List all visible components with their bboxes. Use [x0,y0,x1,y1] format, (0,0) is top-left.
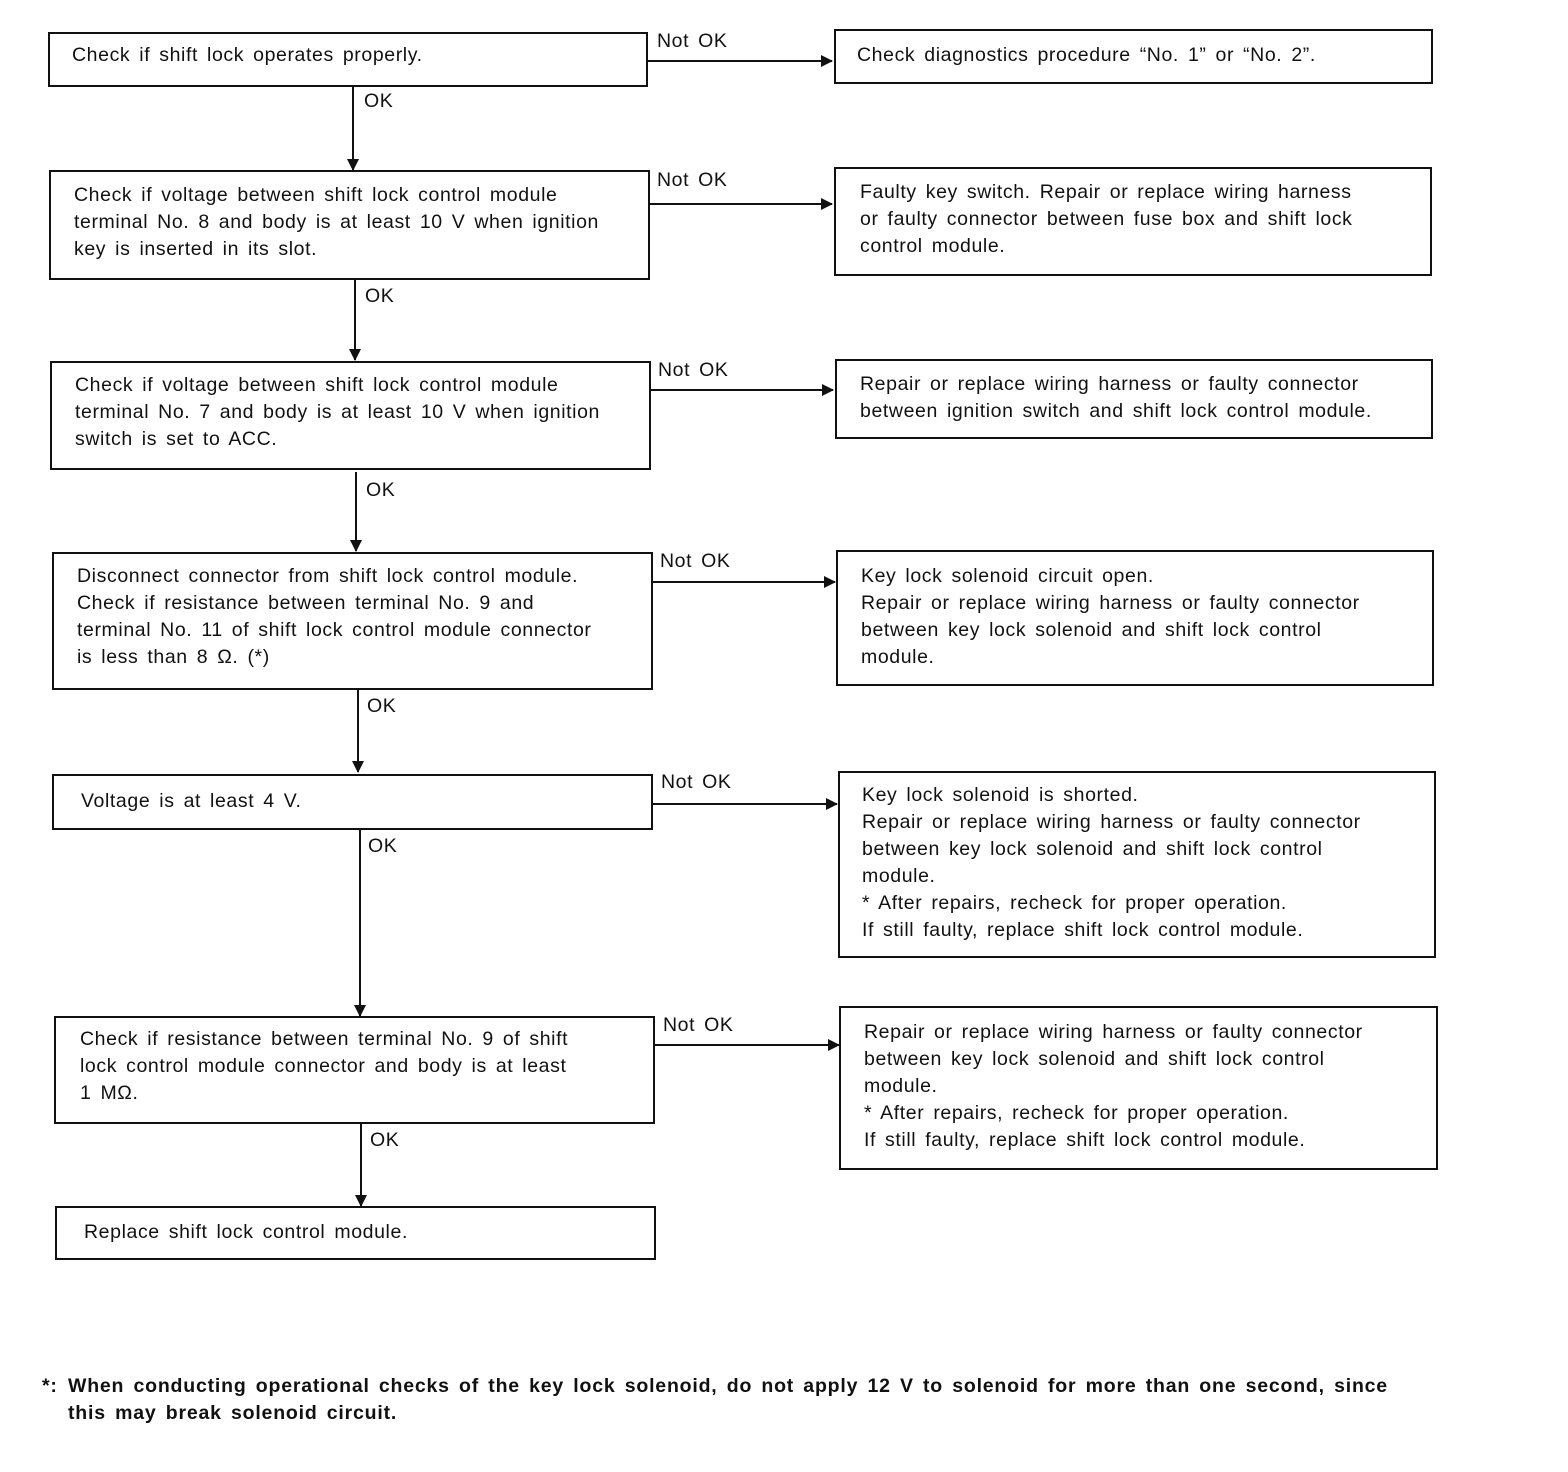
ok-label-3: OK [366,479,396,501]
not-ok-label-2: Not OK [657,169,728,191]
check-text-1: Check if shift lock operates properly. [72,44,423,66]
final-text: Replace shift lock control module. [84,1221,408,1243]
check-text-5: Voltage is at least 4 V. [81,790,302,812]
footnote-marker: *: [42,1375,58,1397]
footnote-line-1: When conducting operational checks of th… [68,1375,1388,1397]
remedy-text-6: Repair or replace wiring harness or faul… [864,1021,1363,1151]
footnote-line-2: this may break solenoid circuit. [68,1402,398,1424]
remedy-box-3 [835,359,1433,439]
check-box-4 [52,552,653,690]
remedy-text-5: Key lock solenoid is shorted. Repair or … [862,784,1361,941]
ok-label-5: OK [368,835,398,857]
remedy-text-2: Faulty key switch. Repair or replace wir… [860,181,1353,257]
check-text-3: Check if voltage between shift lock cont… [75,374,601,450]
check-box-1 [48,32,648,87]
not-ok-label-5: Not OK [661,771,732,793]
check-box-3 [50,361,651,470]
remedy-box-2 [834,167,1432,276]
ok-label-1: OK [364,90,394,112]
remedy-box-6 [839,1006,1438,1170]
check-text-6: Check if resistance between terminal No.… [80,1028,569,1104]
remedy-text-4: Key lock solenoid circuit open. Repair o… [861,565,1360,668]
remedy-box-1 [834,29,1433,84]
final-box [55,1206,656,1260]
check-box-2 [49,170,650,280]
check-text-2: Check if voltage between shift lock cont… [74,184,600,260]
remedy-box-4 [836,550,1434,686]
ok-label-4: OK [367,695,397,717]
check-box-6 [54,1016,655,1124]
check-box-5 [52,774,653,830]
check-text-4: Disconnect connector from shift lock con… [77,565,592,668]
ok-label-2: OK [365,285,395,307]
not-ok-label-4: Not OK [660,550,731,572]
not-ok-label-3: Not OK [658,359,729,381]
remedy-box-5 [838,771,1436,958]
remedy-text-3: Repair or replace wiring harness or faul… [860,373,1372,422]
not-ok-label-6: Not OK [663,1014,734,1036]
ok-label-6: OK [370,1129,400,1151]
remedy-text-1: Check diagnostics procedure “No. 1” or “… [857,44,1316,66]
not-ok-label-1: Not OK [657,30,728,52]
